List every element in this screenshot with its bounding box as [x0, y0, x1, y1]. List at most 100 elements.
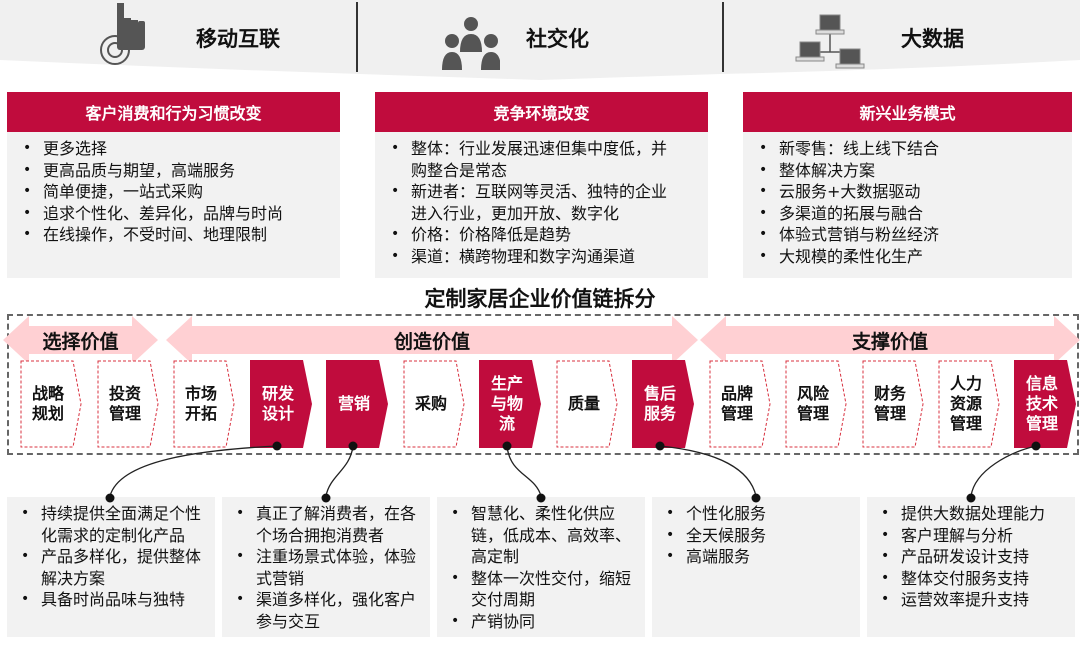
band-create-value: 创造价值 — [166, 316, 698, 364]
driver-title: 客户消费和行为习惯改变 — [7, 92, 340, 132]
divider — [722, 2, 724, 72]
list-item: 整体：行业发展迅速但集中度低，并购整合是常态 — [389, 138, 680, 181]
driver-panel-competition: 竞争环境改变 整体：行业发展迅速但集中度低，并购整合是常态 新进者：互联网等灵活… — [375, 92, 708, 278]
list-item: 产销协同 — [449, 611, 639, 633]
list-item: 运营效率提升支持 — [879, 589, 1069, 611]
list-item: 具备时尚品味与独特 — [19, 589, 209, 611]
trend-label: 移动互联 — [196, 26, 280, 51]
step-risk-management: 风险 管理 — [785, 360, 849, 448]
driver-list: 新零售：线上线下结合 整体解决方案 云服务+大数据驱动 多渠道的拓展与融合 体验… — [743, 132, 1072, 267]
list-item: 真正了解消费者，在各个场合拥抱消费者 — [234, 503, 424, 546]
list-item: 更多选择 — [21, 138, 330, 160]
divider — [356, 2, 358, 72]
step-label: 人力 资源 管理 — [949, 374, 982, 433]
detail-list: 智慧化、柔性化供应链，低成本、高效率、高定制 整体一次性交付，缩短交付周期 产销… — [437, 497, 645, 632]
detail-panel-production: 智慧化、柔性化供应链，低成本、高效率、高定制 整体一次性交付，缩短交付周期 产销… — [437, 497, 645, 637]
list-item: 整体解决方案 — [757, 160, 1062, 182]
step-hr-management: 人力 资源 管理 — [938, 360, 1002, 448]
step-finance-management: 财务 管理 — [862, 360, 926, 448]
people-group-icon — [440, 0, 501, 75]
list-item: 追求个性化、差异化，品牌与时尚 — [21, 203, 330, 225]
chain-title: 定制家居企业价值链拆分 — [424, 287, 656, 311]
band-select-value: 选择价值 — [3, 316, 158, 364]
list-item: 整体一次性交付，缩短交付周期 — [449, 568, 639, 611]
trend-label: 大数据 — [901, 26, 964, 51]
list-item: 更高品质与期望，高端服务 — [21, 160, 330, 182]
trend-mobile-internet: 移动互联 — [100, 0, 280, 75]
step-label: 品牌 管理 — [720, 384, 753, 423]
detail-list: 真正了解消费者，在各个场合拥抱消费者 注重场景式体验，体验式营销 渠道多样化，强… — [222, 497, 430, 632]
step-label: 采购 — [414, 394, 447, 413]
step-label: 财务 管理 — [873, 384, 906, 423]
trend-social: 社交化 — [440, 0, 589, 75]
step-label: 研发 设计 — [261, 384, 294, 423]
band-label: 选择价值 — [42, 330, 119, 353]
step-label: 营销 — [337, 394, 370, 413]
detail-list: 持续提供全面满足个性化需求的定制化产品 产品多样化，提供整体解决方案 具备时尚品… — [7, 497, 215, 611]
step-it-management: 信息 技术 管理 — [1014, 360, 1078, 448]
list-item: 全天候服务 — [664, 525, 854, 547]
step-rnd-design: 研发 设计 — [250, 360, 314, 448]
step-procurement: 采购 — [403, 360, 467, 448]
list-item: 云服务+大数据驱动 — [757, 181, 1062, 203]
list-item: 产品多样化，提供整体解决方案 — [19, 546, 209, 589]
driver-panel-customer: 客户消费和行为习惯改变 更多选择 更高品质与期望，高端服务 简单便捷，一站式采购… — [7, 92, 340, 278]
list-item: 体验式营销与粉丝经济 — [757, 224, 1062, 246]
step-label: 风险 管理 — [796, 384, 829, 423]
list-item: 大规模的柔性化生产 — [757, 246, 1062, 268]
double-arrow-shape — [166, 316, 698, 364]
list-item: 新进者：互联网等灵活、独特的企业进入行业，更加开放、数字化 — [389, 181, 680, 224]
step-brand-management: 品牌 管理 — [709, 360, 773, 448]
hand-touch-icon — [100, 0, 180, 75]
double-arrow-shape — [700, 316, 1080, 364]
detail-list: 个性化服务 全天候服务 高端服务 — [652, 497, 860, 568]
step-label: 质量 — [567, 394, 600, 413]
trends-banner: 移动互联 社交化 — [0, 0, 1080, 85]
driver-title: 新兴业务模式 — [743, 92, 1072, 132]
detail-panel-after-sales: 个性化服务 全天候服务 高端服务 — [652, 497, 860, 637]
list-item: 渠道：横跨物理和数字沟通渠道 — [389, 246, 680, 268]
networked-computers-icon — [795, 0, 865, 75]
driver-panel-business-model: 新兴业务模式 新零售：线上线下结合 整体解决方案 云服务+大数据驱动 多渠道的拓… — [743, 92, 1072, 278]
step-label: 战略 规划 — [31, 384, 64, 423]
driver-list: 更多选择 更高品质与期望，高端服务 简单便捷，一站式采购 追求个性化、差异化，品… — [7, 132, 340, 246]
step-market-development: 市场 开拓 — [173, 360, 237, 448]
list-item: 提供大数据处理能力 — [879, 503, 1069, 525]
step-quality: 质量 — [556, 360, 620, 448]
driver-list: 整体：行业发展迅速但集中度低，并购整合是常态 新进者：互联网等灵活、独特的企业进… — [375, 132, 708, 267]
list-item: 在线操作，不受时间、地理限制 — [21, 224, 330, 246]
list-item: 新零售：线上线下结合 — [757, 138, 1062, 160]
step-marketing: 营销 — [326, 360, 390, 448]
list-item: 产品研发设计支持 — [879, 546, 1069, 568]
trend-label: 社交化 — [526, 26, 589, 51]
list-item: 价格：价格降低是趋势 — [389, 224, 680, 246]
step-production-logistics: 生产 与物 流 — [479, 360, 543, 448]
step-label: 市场 开拓 — [184, 384, 217, 423]
list-item: 个性化服务 — [664, 503, 854, 525]
driver-title: 竞争环境改变 — [375, 92, 708, 132]
double-arrow-shape — [3, 316, 158, 364]
detail-panel-marketing: 真正了解消费者，在各个场合拥抱消费者 注重场景式体验，体验式营销 渠道多样化，强… — [222, 497, 430, 637]
list-item: 智慧化、柔性化供应链，低成本、高效率、高定制 — [449, 503, 639, 568]
step-label: 售后 服务 — [643, 384, 676, 423]
chain-frame — [7, 314, 1079, 455]
step-label: 信息 技术 管理 — [1025, 374, 1058, 433]
step-strategy-planning: 战略 规划 — [20, 360, 84, 448]
detail-panel-rnd: 持续提供全面满足个性化需求的定制化产品 产品多样化，提供整体解决方案 具备时尚品… — [7, 497, 215, 637]
step-label: 生产 与物 流 — [490, 374, 523, 433]
band-support-value: 支撑价值 — [700, 316, 1080, 364]
list-item: 高端服务 — [664, 546, 854, 568]
list-item: 简单便捷，一站式采购 — [21, 181, 330, 203]
list-item: 整体交付服务支持 — [879, 568, 1069, 590]
step-after-sales-service: 售后 服务 — [632, 360, 696, 448]
detail-panel-it: 提供大数据处理能力 客户理解与分析 产品研发设计支持 整体交付服务支持 运营效率… — [867, 497, 1075, 637]
list-item: 持续提供全面满足个性化需求的定制化产品 — [19, 503, 209, 546]
step-investment-management: 投资 管理 — [97, 360, 161, 448]
list-item: 渠道多样化，强化客户参与交互 — [234, 589, 424, 632]
list-item: 多渠道的拓展与融合 — [757, 203, 1062, 225]
list-item: 客户理解与分析 — [879, 525, 1069, 547]
band-label: 创造价值 — [393, 330, 470, 353]
list-item: 注重场景式体验，体验式营销 — [234, 546, 424, 589]
step-label: 投资 管理 — [108, 384, 141, 423]
band-label: 支撑价值 — [851, 330, 928, 353]
